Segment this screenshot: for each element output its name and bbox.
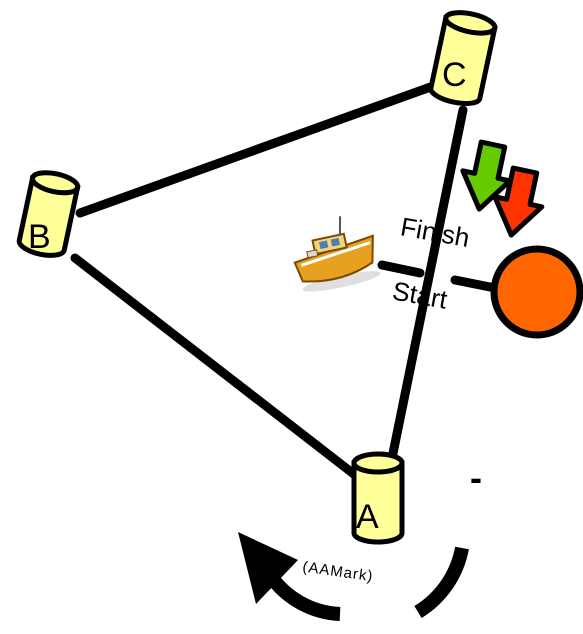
minus-label: - bbox=[470, 457, 482, 498]
mark-a-label: A bbox=[356, 498, 379, 536]
course-lines bbox=[70, 75, 500, 480]
committee-boat-icon bbox=[490, 245, 583, 339]
motorboat-icon bbox=[293, 216, 381, 292]
leg-c-a bbox=[385, 105, 468, 473]
start-finish-line-left bbox=[377, 260, 425, 278]
rounding-arc-left bbox=[264, 570, 341, 621]
start-finish-line-right bbox=[450, 275, 500, 293]
mark-a: A (AAMark) bbox=[301, 451, 405, 585]
mark-c-label: C bbox=[442, 56, 467, 94]
leg-b-c bbox=[75, 75, 455, 218]
mark-c: C bbox=[428, 10, 498, 107]
red-arrow-icon bbox=[492, 165, 545, 238]
start-label: Start bbox=[390, 276, 450, 315]
leg-b-a bbox=[70, 253, 360, 480]
mark-b: B bbox=[16, 170, 81, 258]
buoy-icon bbox=[16, 170, 81, 258]
buoy-icon bbox=[351, 451, 405, 545]
rounding-arrowhead bbox=[238, 532, 298, 604]
buoy-icon bbox=[428, 10, 498, 107]
finish-label: Finish bbox=[398, 211, 472, 253]
mark-a-sublabel: (AAMark) bbox=[301, 558, 374, 585]
rounding-arc-right bbox=[414, 546, 469, 618]
mark-b-label: B bbox=[28, 218, 51, 256]
